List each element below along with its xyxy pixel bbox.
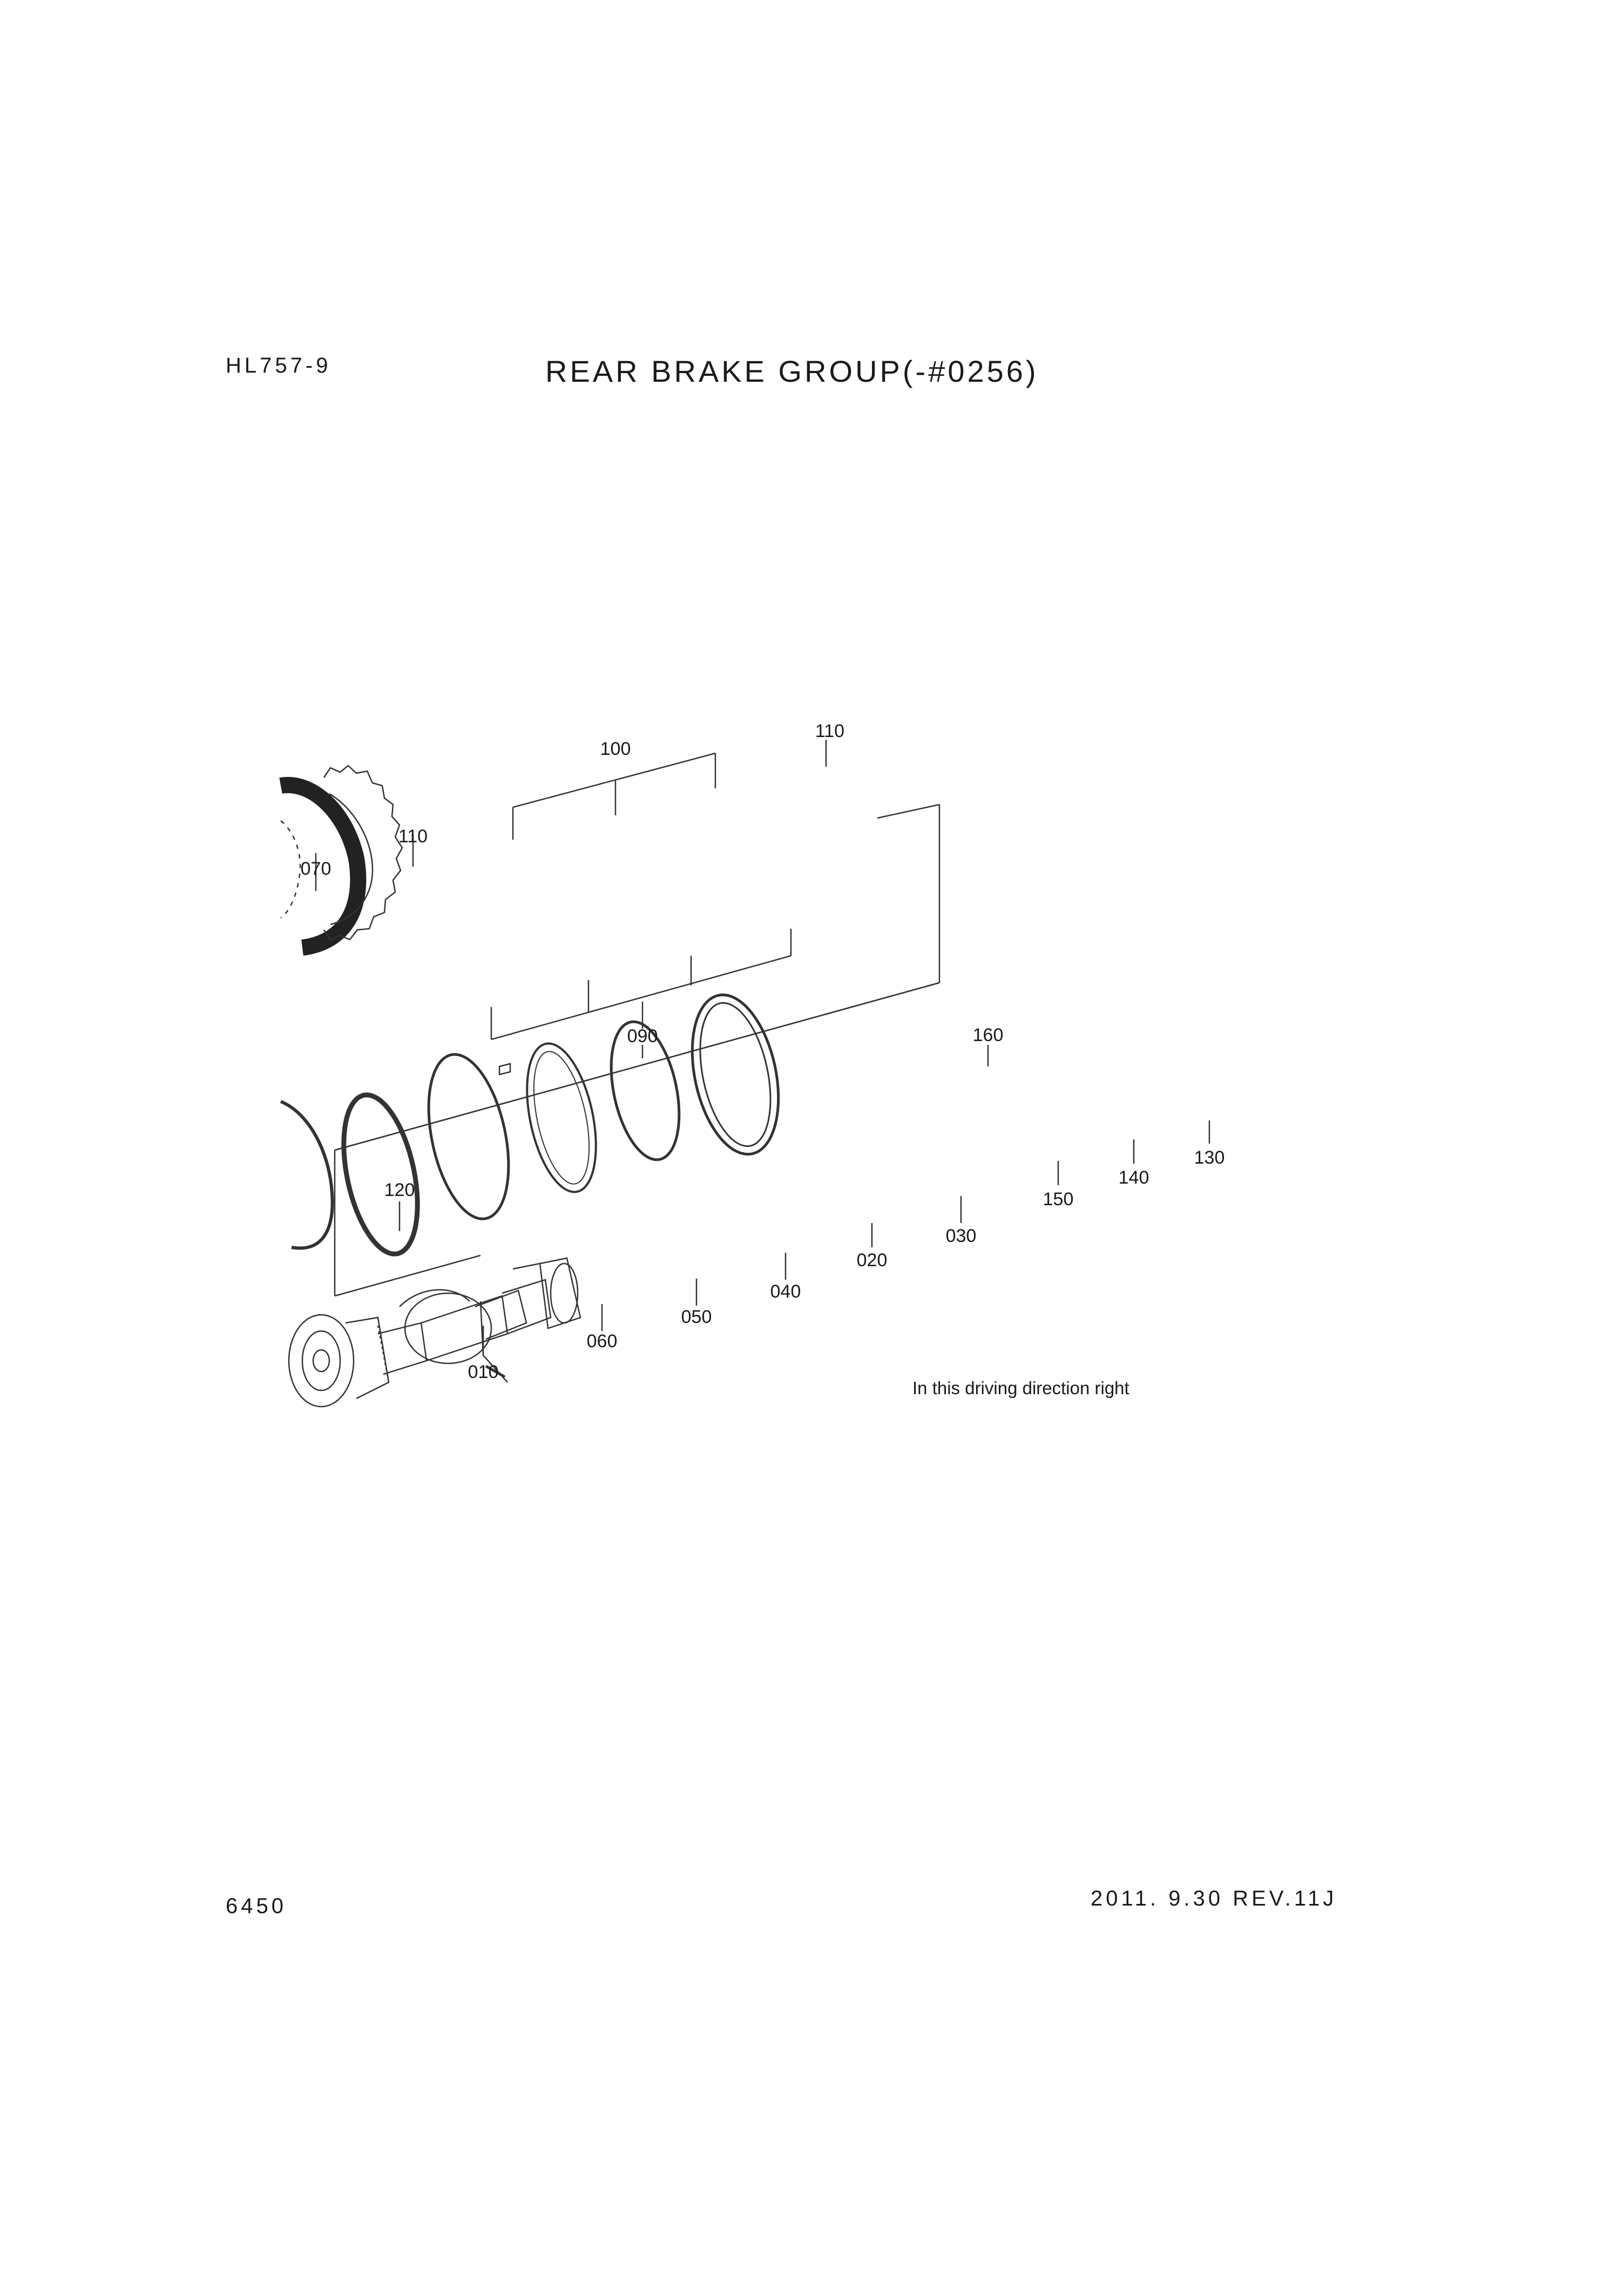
rings-group [280,982,940,1257]
label-110-left: 110 [398,826,428,847]
label-090: 090 [627,1026,658,1046]
label-020: 020 [857,1250,888,1271]
label-150: 150 [1043,1189,1074,1210]
bracket-100 [512,752,716,840]
label-110-top: 110 [815,721,844,741]
label-130: 130 [1194,1147,1225,1168]
part-leaders [398,1045,1210,1331]
axle-assembly [288,1257,581,1408]
direction-note: In this driving direction right [912,1378,1129,1398]
label-140: 140 [1119,1167,1149,1188]
label-050: 050 [681,1307,712,1327]
friction-disc-070 [279,765,414,956]
label-120: 120 [384,1180,415,1200]
label-070: 070 [301,859,331,879]
bracket-frame [334,803,940,1297]
label-010: 010 [468,1362,499,1382]
page-number: 6450 [226,1894,287,1918]
label-030: 030 [946,1226,977,1246]
label-040: 040 [770,1281,801,1302]
page-title: REAR BRAKE GROUP(-#0256) [545,354,1039,388]
label-100: 100 [600,739,631,759]
label-060: 060 [587,1331,618,1352]
label-160: 160 [973,1025,1004,1045]
model-code: HL757-9 [226,354,331,377]
revision-date: 2011. 9.30 REV.11J [1091,1887,1337,1910]
